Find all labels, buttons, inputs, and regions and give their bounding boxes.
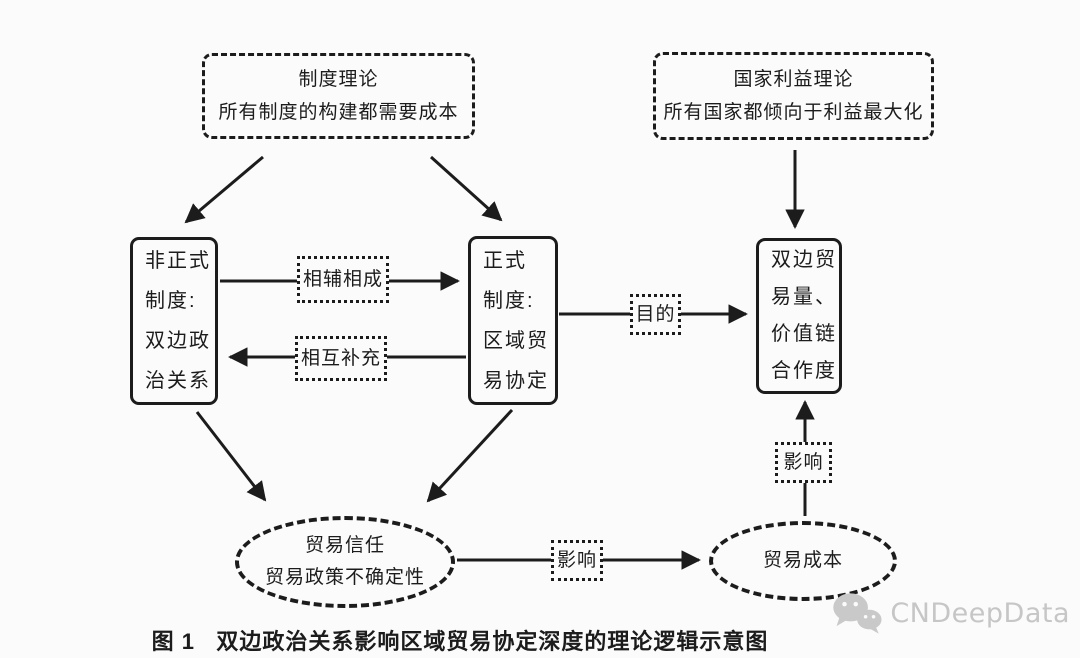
purpose-label: 目的	[630, 294, 681, 335]
institution-theory-box: 制度理论 所有制度的构建都需要成本	[202, 53, 475, 139]
arrow-institution-to-formal	[429, 155, 503, 222]
trade-outcome-box: 双边贸 易量、 价值链 合作度	[756, 238, 842, 394]
trade-trust-ellipse: 贸易信任 贸易政策不确定性	[235, 516, 455, 608]
figure-caption: 图 1 双边政治关系影响区域贸易协定深度的理论逻辑示意图	[151, 629, 769, 654]
formal-institution-box: 正式 制度: 区域贸 易协定	[468, 236, 558, 405]
arrow-institution-to-informal	[184, 155, 264, 224]
influence-label-horizontal: 影响	[551, 540, 603, 581]
supplement-label: 相互补充	[295, 336, 387, 381]
trade-cost-ellipse: 贸易成本	[709, 521, 897, 601]
complement-label: 相辅相成	[297, 256, 389, 303]
wechat-icon	[833, 593, 882, 634]
arrow-informal-to-trust	[195, 411, 267, 502]
watermark: CNDeepData	[830, 588, 1070, 638]
informal-institution-box: 非正式 制度: 双边政 治关系	[130, 237, 218, 405]
influence-label-vertical: 影响	[775, 442, 832, 483]
arrow-formal-to-trust	[426, 408, 514, 503]
national-interest-theory-box: 国家利益理论 所有国家都倾向于利益最大化	[653, 52, 934, 140]
watermark-text: CNDeepData	[890, 597, 1070, 629]
